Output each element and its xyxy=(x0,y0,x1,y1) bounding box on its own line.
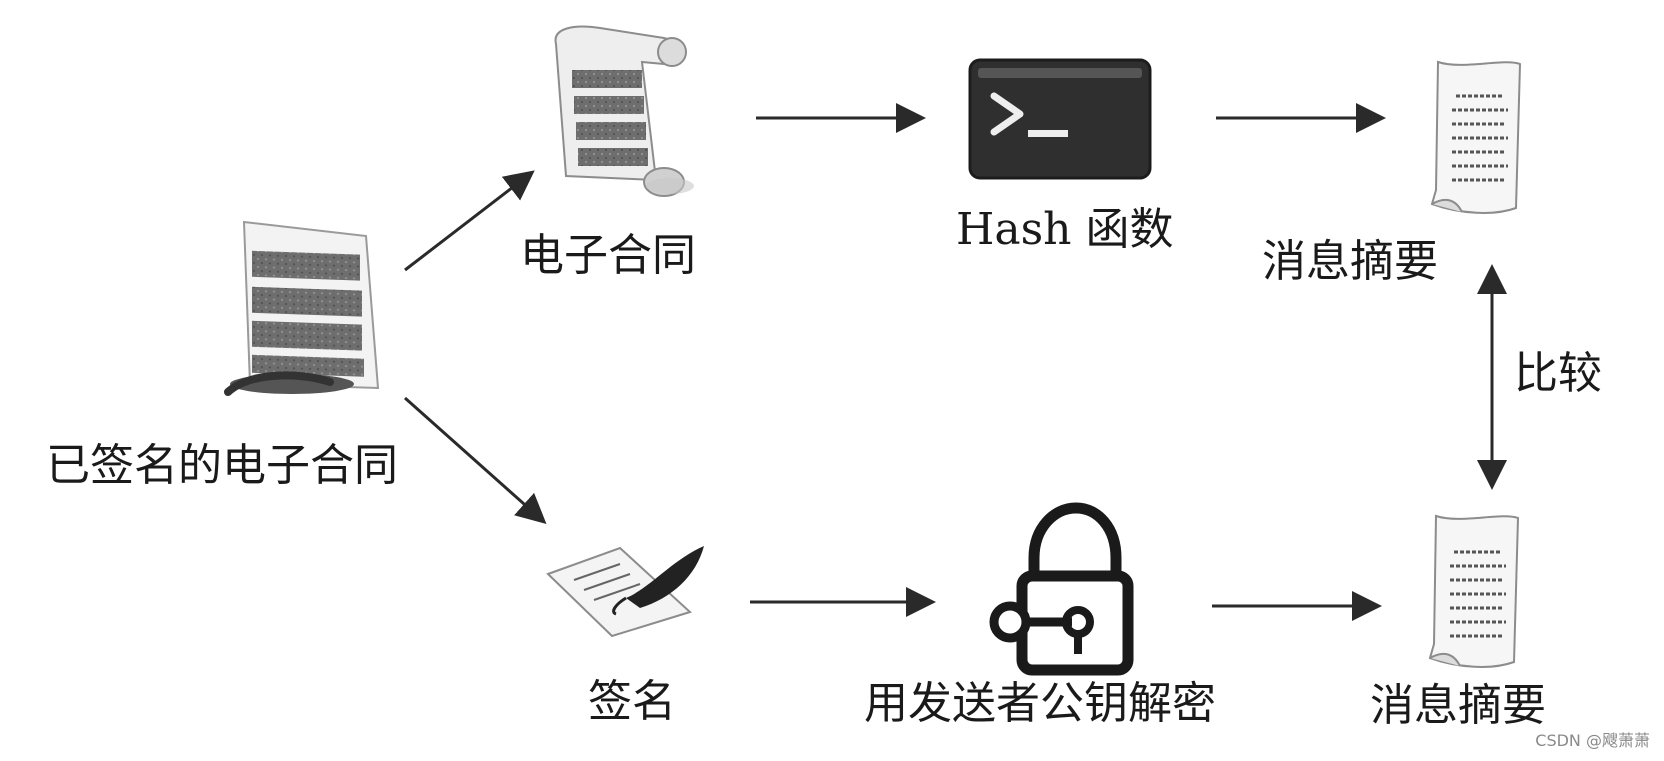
padlock-key-icon xyxy=(989,502,1134,676)
label-signed-contract: 已签名的电子合同 xyxy=(46,440,398,491)
scroll-icon xyxy=(554,25,694,197)
digest-document-icon-bottom xyxy=(1428,514,1520,668)
label-digest-bottom: 消息摘要 xyxy=(1370,680,1546,731)
watermark: CSDN @飕萧萧 xyxy=(1535,731,1650,750)
label-decrypt: 用发送者公钥解密 xyxy=(864,678,1216,729)
arrow-signed-to-signature xyxy=(404,396,547,524)
signed-document-icon xyxy=(224,220,380,396)
label-hash-function: Hash 函数 xyxy=(956,204,1174,255)
label-digest-top: 消息摘要 xyxy=(1262,236,1438,287)
label-e-contract: 电子合同 xyxy=(520,230,696,281)
label-signature: 签名 xyxy=(588,676,676,727)
digest-document-icon-top xyxy=(1430,60,1522,214)
label-compare: 比较 xyxy=(1514,348,1602,399)
quill-signature-icon xyxy=(546,546,704,638)
terminal-icon xyxy=(968,58,1152,180)
arrow-signed-to-contract xyxy=(404,170,535,272)
